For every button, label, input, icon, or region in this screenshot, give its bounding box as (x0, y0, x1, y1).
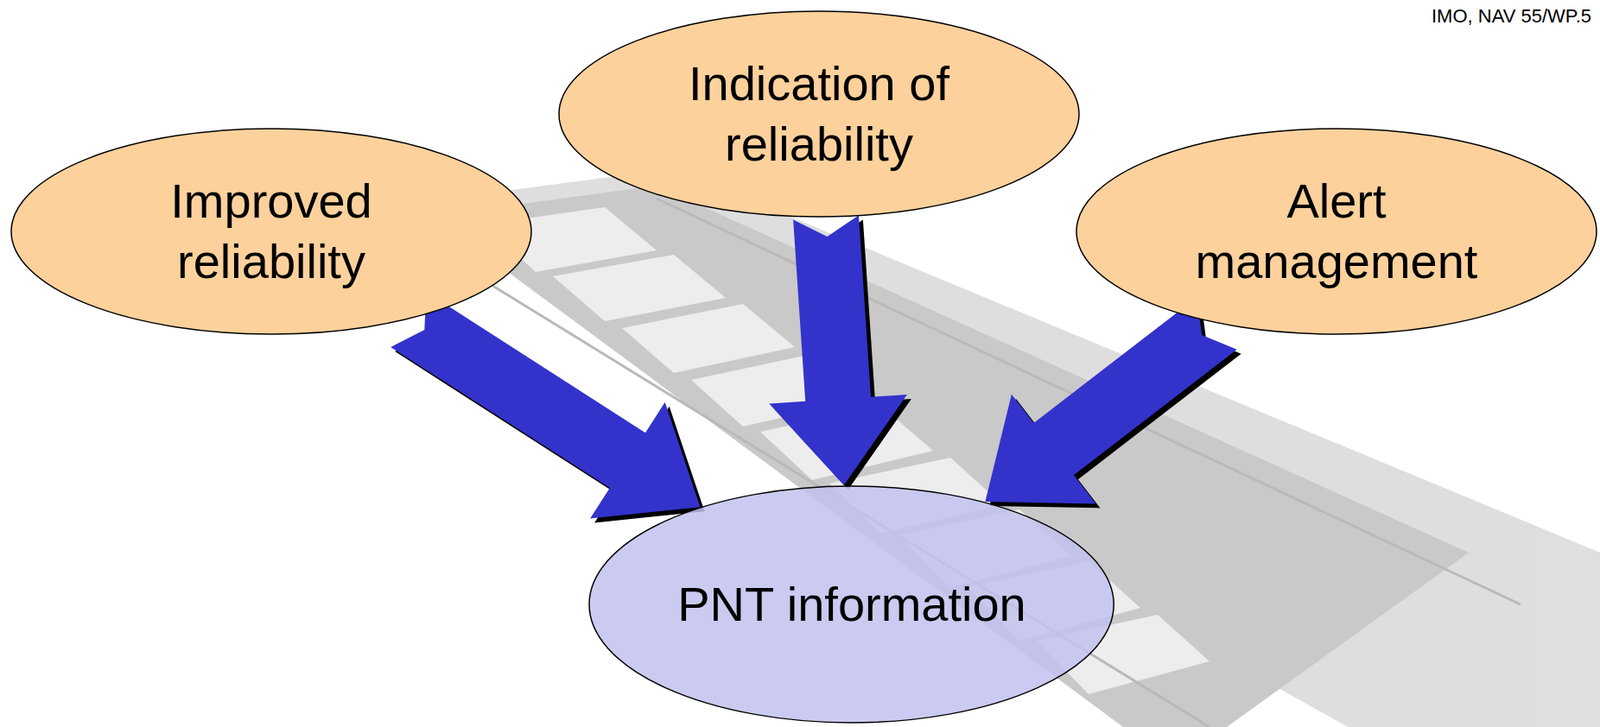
ellipse-text: Indication of reliability (646, 53, 992, 175)
ellipse-outline (558, 10, 1080, 218)
input-ellipse: Alert management (1075, 127, 1598, 336)
input-ellipse: Indication of reliability (558, 10, 1080, 218)
ellipse-text: PNT information (677, 574, 1027, 635)
ellipse-text: Alert management (1163, 171, 1510, 293)
block-arrow (390, 292, 705, 523)
ellipse-outline (1075, 127, 1598, 336)
block-arrow (768, 215, 912, 490)
arrow-body (984, 298, 1237, 505)
block-arrow (984, 298, 1241, 509)
arrow-body (390, 292, 700, 519)
result-ellipse: PNT information (588, 485, 1115, 724)
ellipse-text: Improved reliability (98, 171, 445, 293)
input-ellipse: Improved reliability (10, 127, 533, 336)
ellipse-outline (10, 127, 533, 336)
source-note: IMO, NAV 55/WP.5 (1431, 5, 1592, 28)
arrow-body (768, 215, 908, 486)
